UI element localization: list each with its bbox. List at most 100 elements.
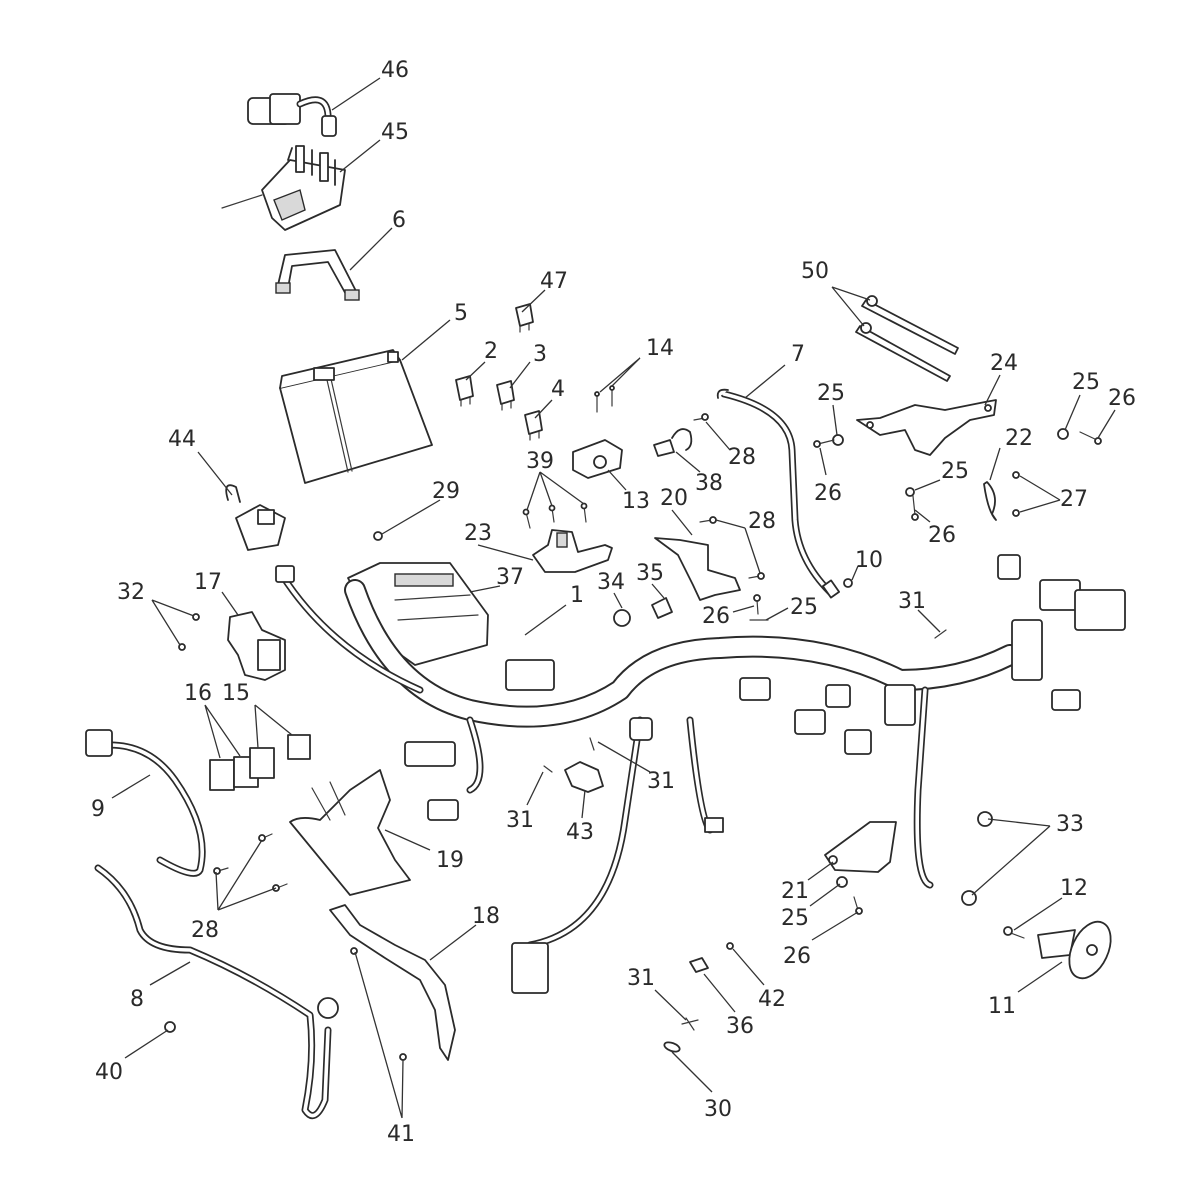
part-11-horn[interactable] <box>1037 915 1119 985</box>
callout-27[interactable]: 27 <box>1060 487 1088 512</box>
callout-7[interactable]: 7 <box>791 342 805 367</box>
callout-41[interactable]: 41 <box>387 1122 415 1147</box>
callout-28[interactable]: 28 <box>728 445 756 470</box>
part-50-straps[interactable] <box>855 295 959 382</box>
callout-35[interactable]: 35 <box>636 561 664 586</box>
callout-15[interactable]: 15 <box>222 681 250 706</box>
part-30-grommet[interactable] <box>663 1041 681 1054</box>
part-26-bolt[interactable] <box>853 896 863 915</box>
part-15-relays[interactable] <box>249 734 311 779</box>
part-10-screw[interactable] <box>843 578 853 588</box>
part-26-bolt[interactable] <box>813 439 835 448</box>
part-21-horn-bracket[interactable] <box>824 821 897 873</box>
callout-26[interactable]: 26 <box>702 604 730 629</box>
part-12-bolt[interactable] <box>1003 926 1025 939</box>
callout-25[interactable]: 25 <box>1072 370 1100 395</box>
callout-26[interactable]: 26 <box>928 523 956 548</box>
callout-23[interactable]: 23 <box>464 521 492 546</box>
callout-4[interactable]: 4 <box>551 377 565 402</box>
callout-26[interactable]: 26 <box>814 481 842 506</box>
part-19-mounting-tray[interactable] <box>289 769 411 896</box>
part-40-nut[interactable] <box>164 1021 176 1033</box>
callout-32[interactable]: 32 <box>117 580 145 605</box>
part-4-fuse[interactable] <box>524 410 543 441</box>
part-25-washer[interactable] <box>1057 428 1069 440</box>
part-43-clip[interactable] <box>564 761 604 793</box>
part-5-battery[interactable] <box>279 349 433 484</box>
callout-42[interactable]: 42 <box>758 987 786 1012</box>
callout-20[interactable]: 20 <box>660 486 688 511</box>
part-31-cable-tie[interactable] <box>543 765 553 773</box>
callout-29[interactable]: 29 <box>432 479 460 504</box>
part-47-fuse[interactable] <box>515 303 534 333</box>
part-26-bolt[interactable] <box>911 495 919 521</box>
callout-46[interactable]: 46 <box>381 58 409 83</box>
callout-25[interactable]: 25 <box>941 459 969 484</box>
callout-36[interactable]: 36 <box>726 1014 754 1039</box>
callout-39[interactable]: 39 <box>526 449 554 474</box>
callout-25[interactable]: 25 <box>781 906 809 931</box>
callout-1[interactable]: 1 <box>570 583 584 608</box>
part-44-fuse-link[interactable] <box>225 484 286 551</box>
callout-31[interactable]: 31 <box>898 589 926 614</box>
callout-18[interactable]: 18 <box>472 904 500 929</box>
part-17-regulator-connector[interactable] <box>227 611 286 681</box>
callout-33[interactable]: 33 <box>1056 812 1084 837</box>
callout-24[interactable]: 24 <box>990 351 1018 376</box>
callout-22[interactable]: 22 <box>1005 426 1033 451</box>
part-31-cable-tie[interactable] <box>934 629 947 639</box>
callout-26[interactable]: 26 <box>783 944 811 969</box>
callout-16[interactable]: 16 <box>184 681 212 706</box>
part-41-screw[interactable] <box>399 1053 407 1061</box>
callout-30[interactable]: 30 <box>704 1097 732 1122</box>
part-28-screw[interactable] <box>272 883 288 892</box>
callout-31[interactable]: 31 <box>647 769 675 794</box>
part-32-fastener[interactable] <box>192 613 200 621</box>
part-26-bolt[interactable] <box>753 594 761 615</box>
callout-3[interactable]: 3 <box>533 342 547 367</box>
callout-47[interactable]: 47 <box>540 269 568 294</box>
callout-2[interactable]: 2 <box>484 339 498 364</box>
callout-43[interactable]: 43 <box>566 820 594 845</box>
part-2-fuse[interactable] <box>455 375 474 407</box>
part-6-battery-strap[interactable] <box>275 249 360 301</box>
callout-19[interactable]: 19 <box>436 848 464 873</box>
callout-12[interactable]: 12 <box>1060 876 1088 901</box>
callout-21[interactable]: 21 <box>781 879 809 904</box>
callout-10[interactable]: 10 <box>855 548 883 573</box>
part-16-relays[interactable] <box>209 756 259 791</box>
part-31-cable-tie[interactable] <box>681 1017 699 1031</box>
part-41-screw[interactable] <box>350 947 358 955</box>
part-23-holder[interactable] <box>532 529 613 573</box>
part-13-connector[interactable] <box>572 439 623 479</box>
part-26-bolt[interactable] <box>1079 431 1102 445</box>
callout-31[interactable]: 31 <box>506 808 534 833</box>
callout-8[interactable]: 8 <box>130 987 144 1012</box>
part-3-fuse[interactable] <box>496 380 515 411</box>
callout-25[interactable]: 25 <box>790 595 818 620</box>
callout-38[interactable]: 38 <box>695 471 723 496</box>
callout-31[interactable]: 31 <box>627 966 655 991</box>
part-29-screw[interactable] <box>373 531 383 541</box>
part-28-screw[interactable] <box>213 867 229 875</box>
part-7-earth-lead[interactable] <box>716 388 841 599</box>
part-39-screws[interactable] <box>522 502 588 529</box>
callout-28[interactable]: 28 <box>748 509 776 534</box>
part-20-bracket[interactable] <box>654 537 741 601</box>
callout-26[interactable]: 26 <box>1108 386 1136 411</box>
part-27-nut[interactable] <box>1012 509 1020 517</box>
part-9-battery-lead[interactable] <box>85 729 206 877</box>
callout-44[interactable]: 44 <box>168 427 196 452</box>
part-46-connector-lead[interactable] <box>247 93 337 137</box>
part-24-bracket[interactable] <box>856 399 997 456</box>
part-22-clip[interactable] <box>983 481 997 521</box>
callout-9[interactable]: 9 <box>91 797 105 822</box>
callout-45[interactable]: 45 <box>381 120 409 145</box>
part-28-screw[interactable] <box>699 516 717 524</box>
part-27-nut[interactable] <box>1012 471 1020 479</box>
callout-13[interactable]: 13 <box>622 489 650 514</box>
part-14-pins[interactable] <box>594 385 615 413</box>
callout-25[interactable]: 25 <box>817 381 845 406</box>
callout-11[interactable]: 11 <box>988 994 1016 1019</box>
part-28-screw[interactable] <box>748 572 765 580</box>
